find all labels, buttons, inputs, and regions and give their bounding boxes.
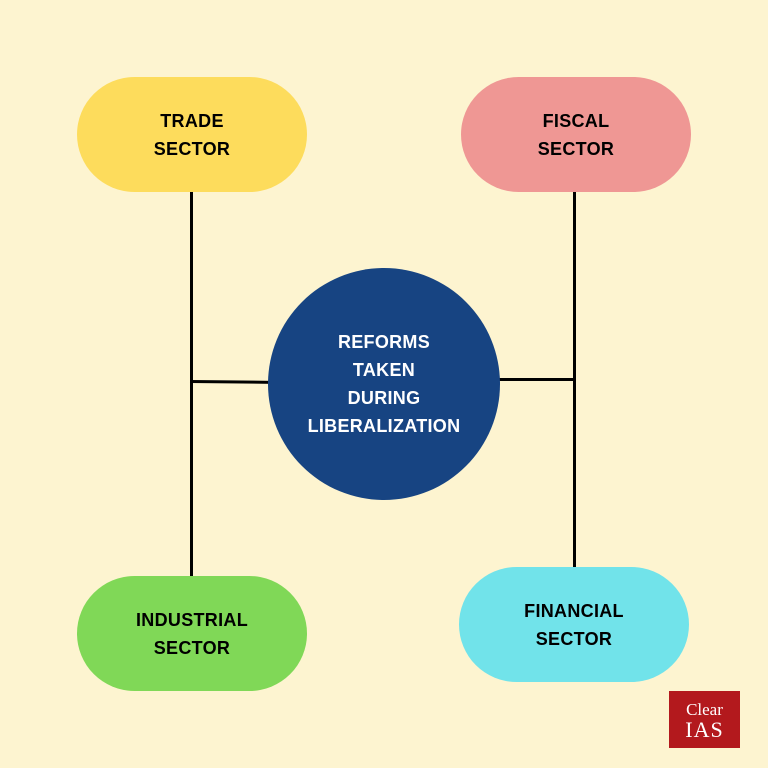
center-line3: DURING — [347, 388, 421, 408]
clearias-logo: Clear IAS — [669, 691, 740, 748]
trade-sector-line1: TRADE — [160, 110, 224, 131]
center-line1: REFORMS — [337, 332, 431, 352]
center-line4: LIBERALIZATION — [307, 416, 461, 436]
left-horizontal-connector — [189, 380, 273, 384]
trade-sector-line2: SECTOR — [153, 138, 231, 159]
central-reforms-node: REFORMS TAKEN DURING LIBERALIZATION — [268, 268, 500, 500]
logo-line2: IAS — [685, 716, 724, 742]
industrial-sector-node: INDUSTRIAL SECTOR — [77, 576, 307, 691]
fiscal-sector-line2: SECTOR — [537, 138, 615, 159]
right-horizontal-connector — [496, 378, 576, 381]
center-line2: TAKEN — [352, 360, 416, 380]
industrial-sector-line2: SECTOR — [153, 637, 231, 658]
financial-sector-line1: FINANCIAL — [524, 600, 624, 621]
financial-sector-line2: SECTOR — [535, 628, 613, 649]
trade-sector-node: TRADE SECTOR — [77, 77, 307, 192]
industrial-sector-line1: INDUSTRIAL — [136, 609, 248, 630]
financial-sector-node: FINANCIAL SECTOR — [459, 567, 689, 682]
logo-line1: Clear — [686, 699, 723, 719]
left-vertical-connector — [190, 190, 193, 580]
fiscal-sector-node: FISCAL SECTOR — [461, 77, 691, 192]
fiscal-sector-line1: FISCAL — [542, 110, 610, 131]
